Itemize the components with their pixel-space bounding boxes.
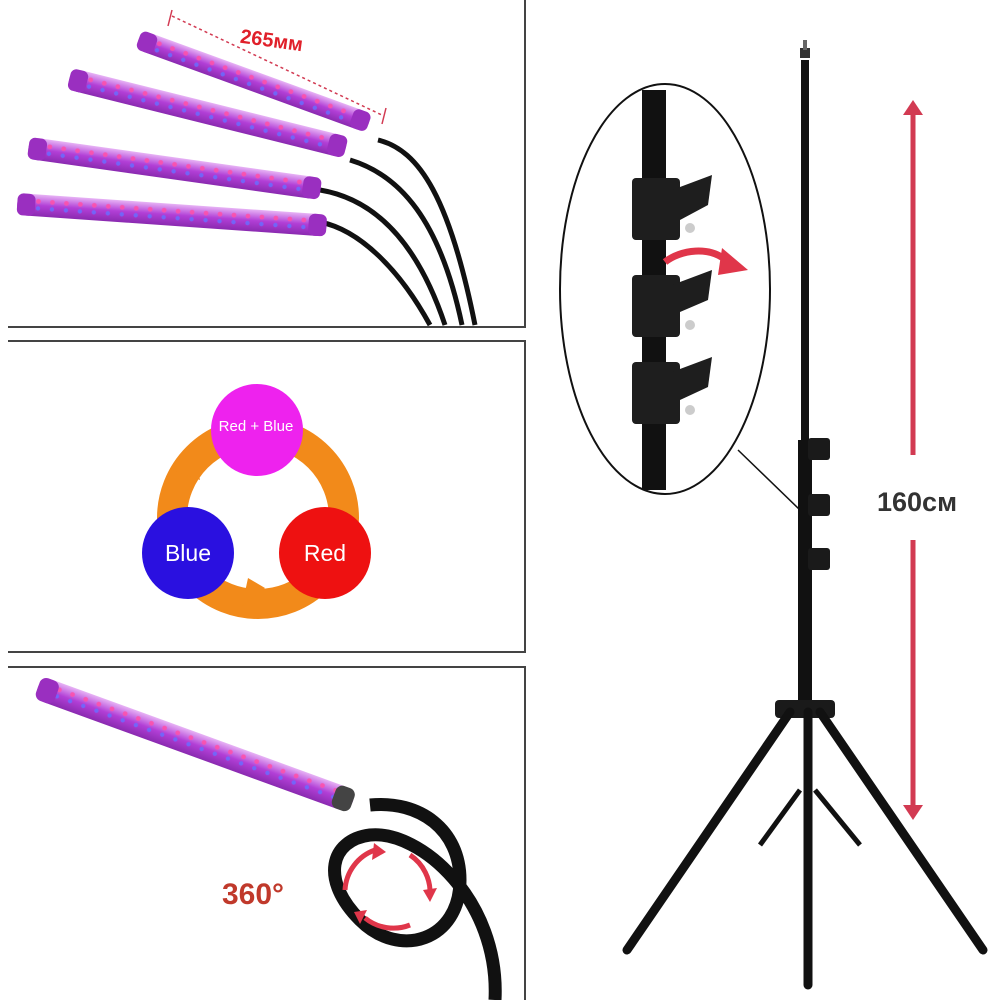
height-label: 160см	[877, 487, 958, 517]
clamp-zoom-inset	[559, 83, 801, 511]
mode-blue-circle	[142, 507, 234, 599]
lamp-bar-2	[67, 69, 348, 158]
lamp-bar-3	[27, 137, 322, 200]
lamp-bars	[16, 9, 478, 327]
light-mode-cycle	[142, 384, 371, 619]
lamp-bar-4	[16, 193, 327, 237]
tripod	[559, 40, 988, 990]
single-lamp-flex	[35, 677, 502, 1000]
length-dimension	[167, 9, 387, 125]
mode-blue-label: Blue	[164, 540, 212, 566]
rotation-label: 360°	[222, 878, 285, 911]
height-dimension	[903, 100, 923, 820]
mode-red-blue-circle	[211, 384, 303, 476]
mode-red-blue-label: Red + Blue	[218, 418, 294, 435]
mode-red-circle	[279, 507, 371, 599]
mode-red-label: Red	[303, 540, 347, 566]
lamp-bar-1	[136, 31, 371, 131]
